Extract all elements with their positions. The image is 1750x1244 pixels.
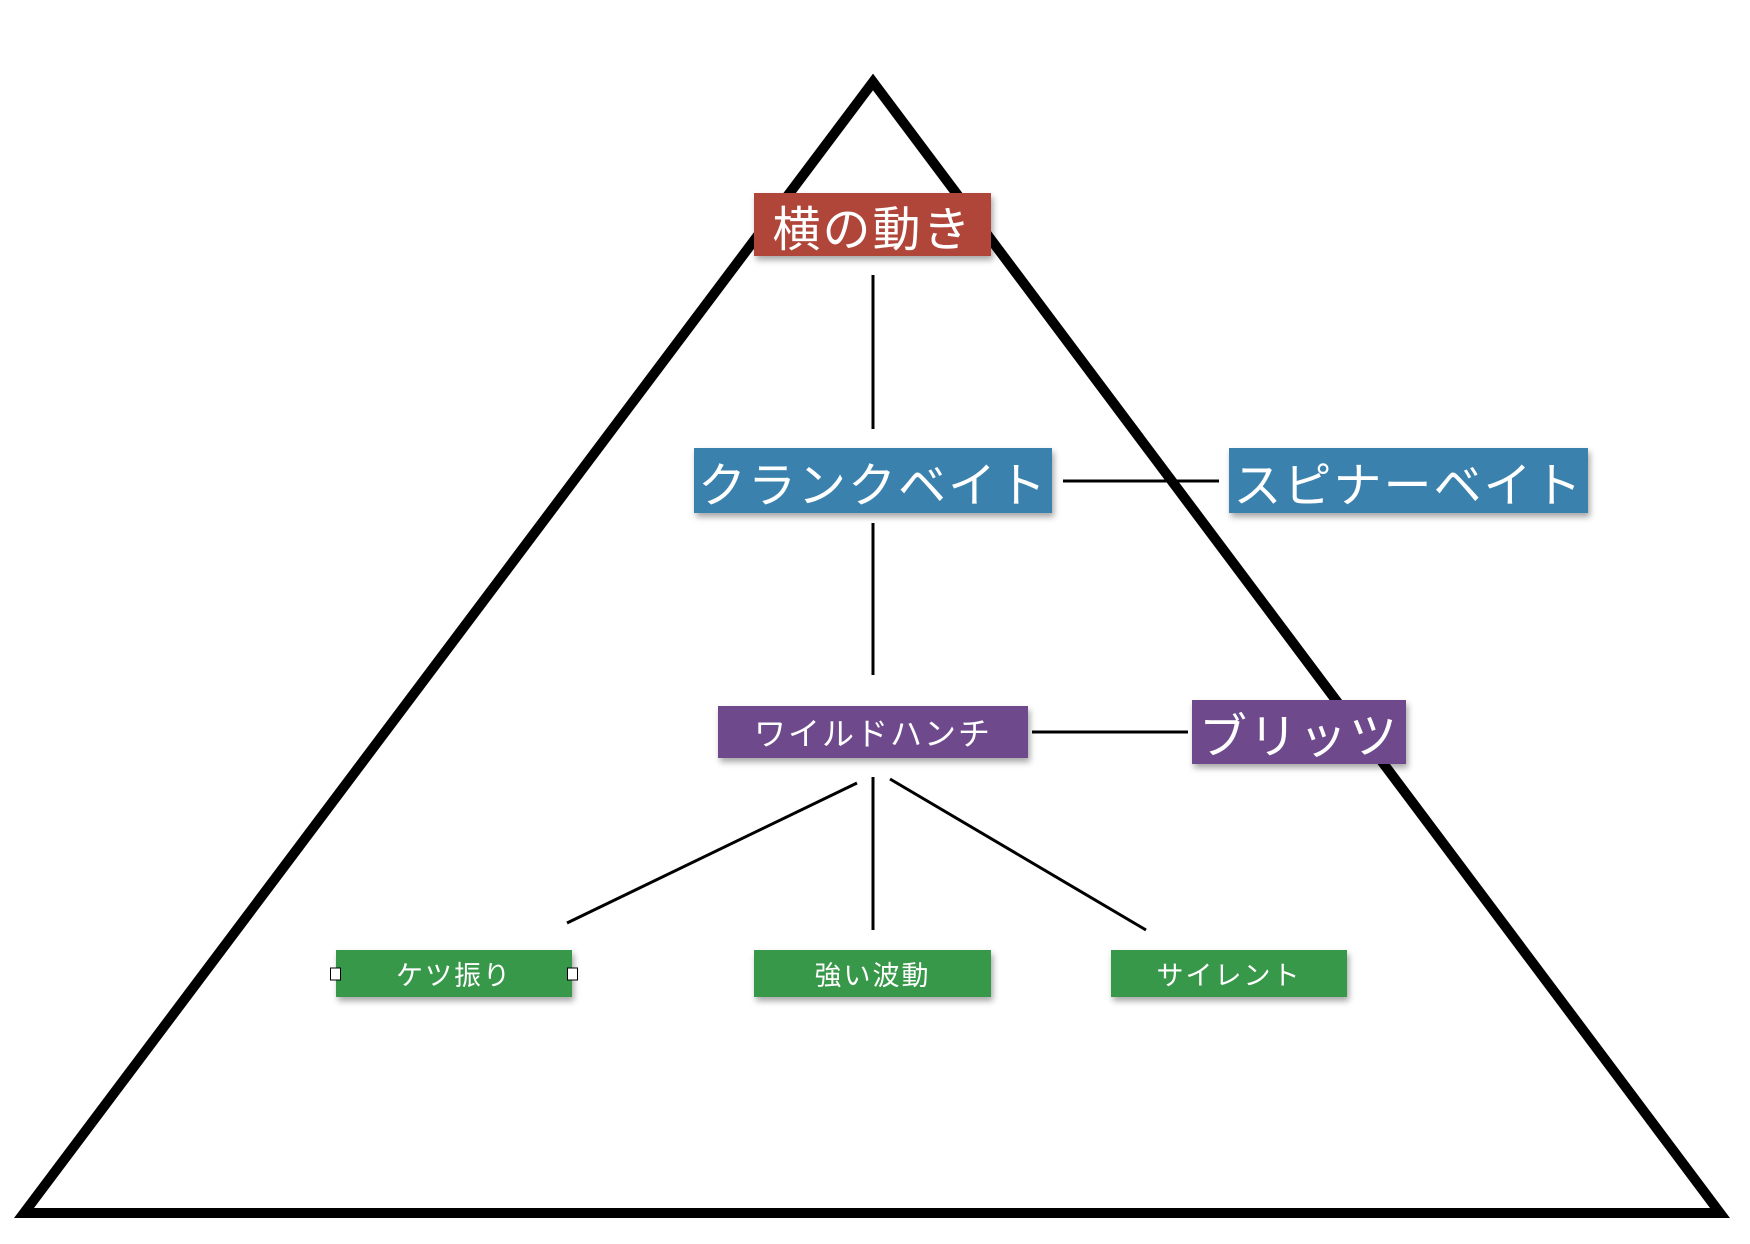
node-crankbait[interactable]: クランクベイト	[694, 448, 1052, 514]
node-silent[interactable]: サイレント	[1111, 950, 1347, 997]
resize-handle-right[interactable]	[567, 967, 578, 980]
node-horizontal-motion[interactable]: 横の動き	[754, 193, 991, 258]
resize-handle-left[interactable]	[330, 967, 341, 980]
node-tail-wag[interactable]: ケツ振り	[330, 950, 578, 997]
node-strong-wave[interactable]: 強い波動	[754, 950, 991, 997]
node-tail-wag-label: ケツ振り	[396, 961, 512, 992]
connector-wild-ketsu	[566, 781, 858, 925]
node-spinnerbait[interactable]: スピナーベイト	[1229, 448, 1588, 514]
node-blitz[interactable]: ブリッツ	[1192, 700, 1406, 765]
node-wild-hunch[interactable]: ワイルドハンチ	[718, 706, 1028, 758]
connector-wild-silent	[889, 777, 1147, 932]
